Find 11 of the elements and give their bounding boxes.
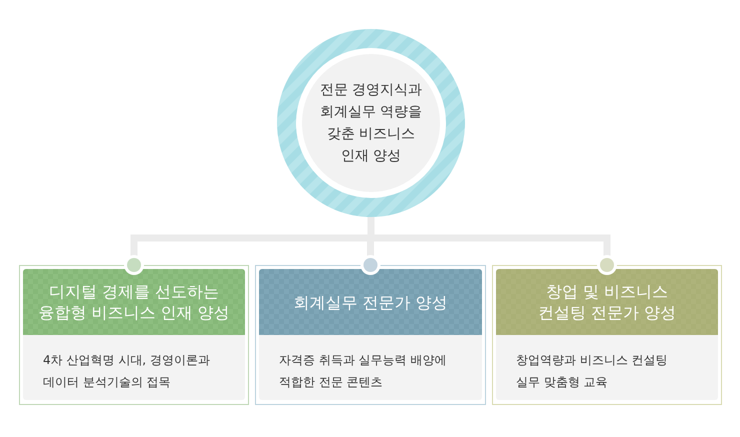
card-heading: 창업 및 비즈니스 컨설팅 전문가 양성	[536, 281, 678, 323]
card-heading: 회계실무 전문가 양성	[293, 292, 448, 312]
card-heading: 디지털 경제를 선도하는 융합형 비즈니스 인재 양성	[37, 281, 231, 323]
goal-circle	[277, 29, 465, 217]
card-description: 창업역량과 비즈니스 컨설팅 실무 맞춤형 교육	[516, 352, 669, 391]
program-card	[19, 265, 249, 405]
card-description: 자격증 취득과 실무능력 배양에 적합한 전문 콘텐츠	[279, 352, 448, 391]
program-card	[492, 265, 722, 405]
program-card	[255, 265, 486, 405]
card-description: 4차 산업혁명 시대, 경영이론과 데이터 분석기술의 접목	[43, 352, 211, 391]
goal-text: 전문 경영지식과 회계실무 역량을 갖춘 비즈니스 인재 양성	[318, 81, 424, 166]
